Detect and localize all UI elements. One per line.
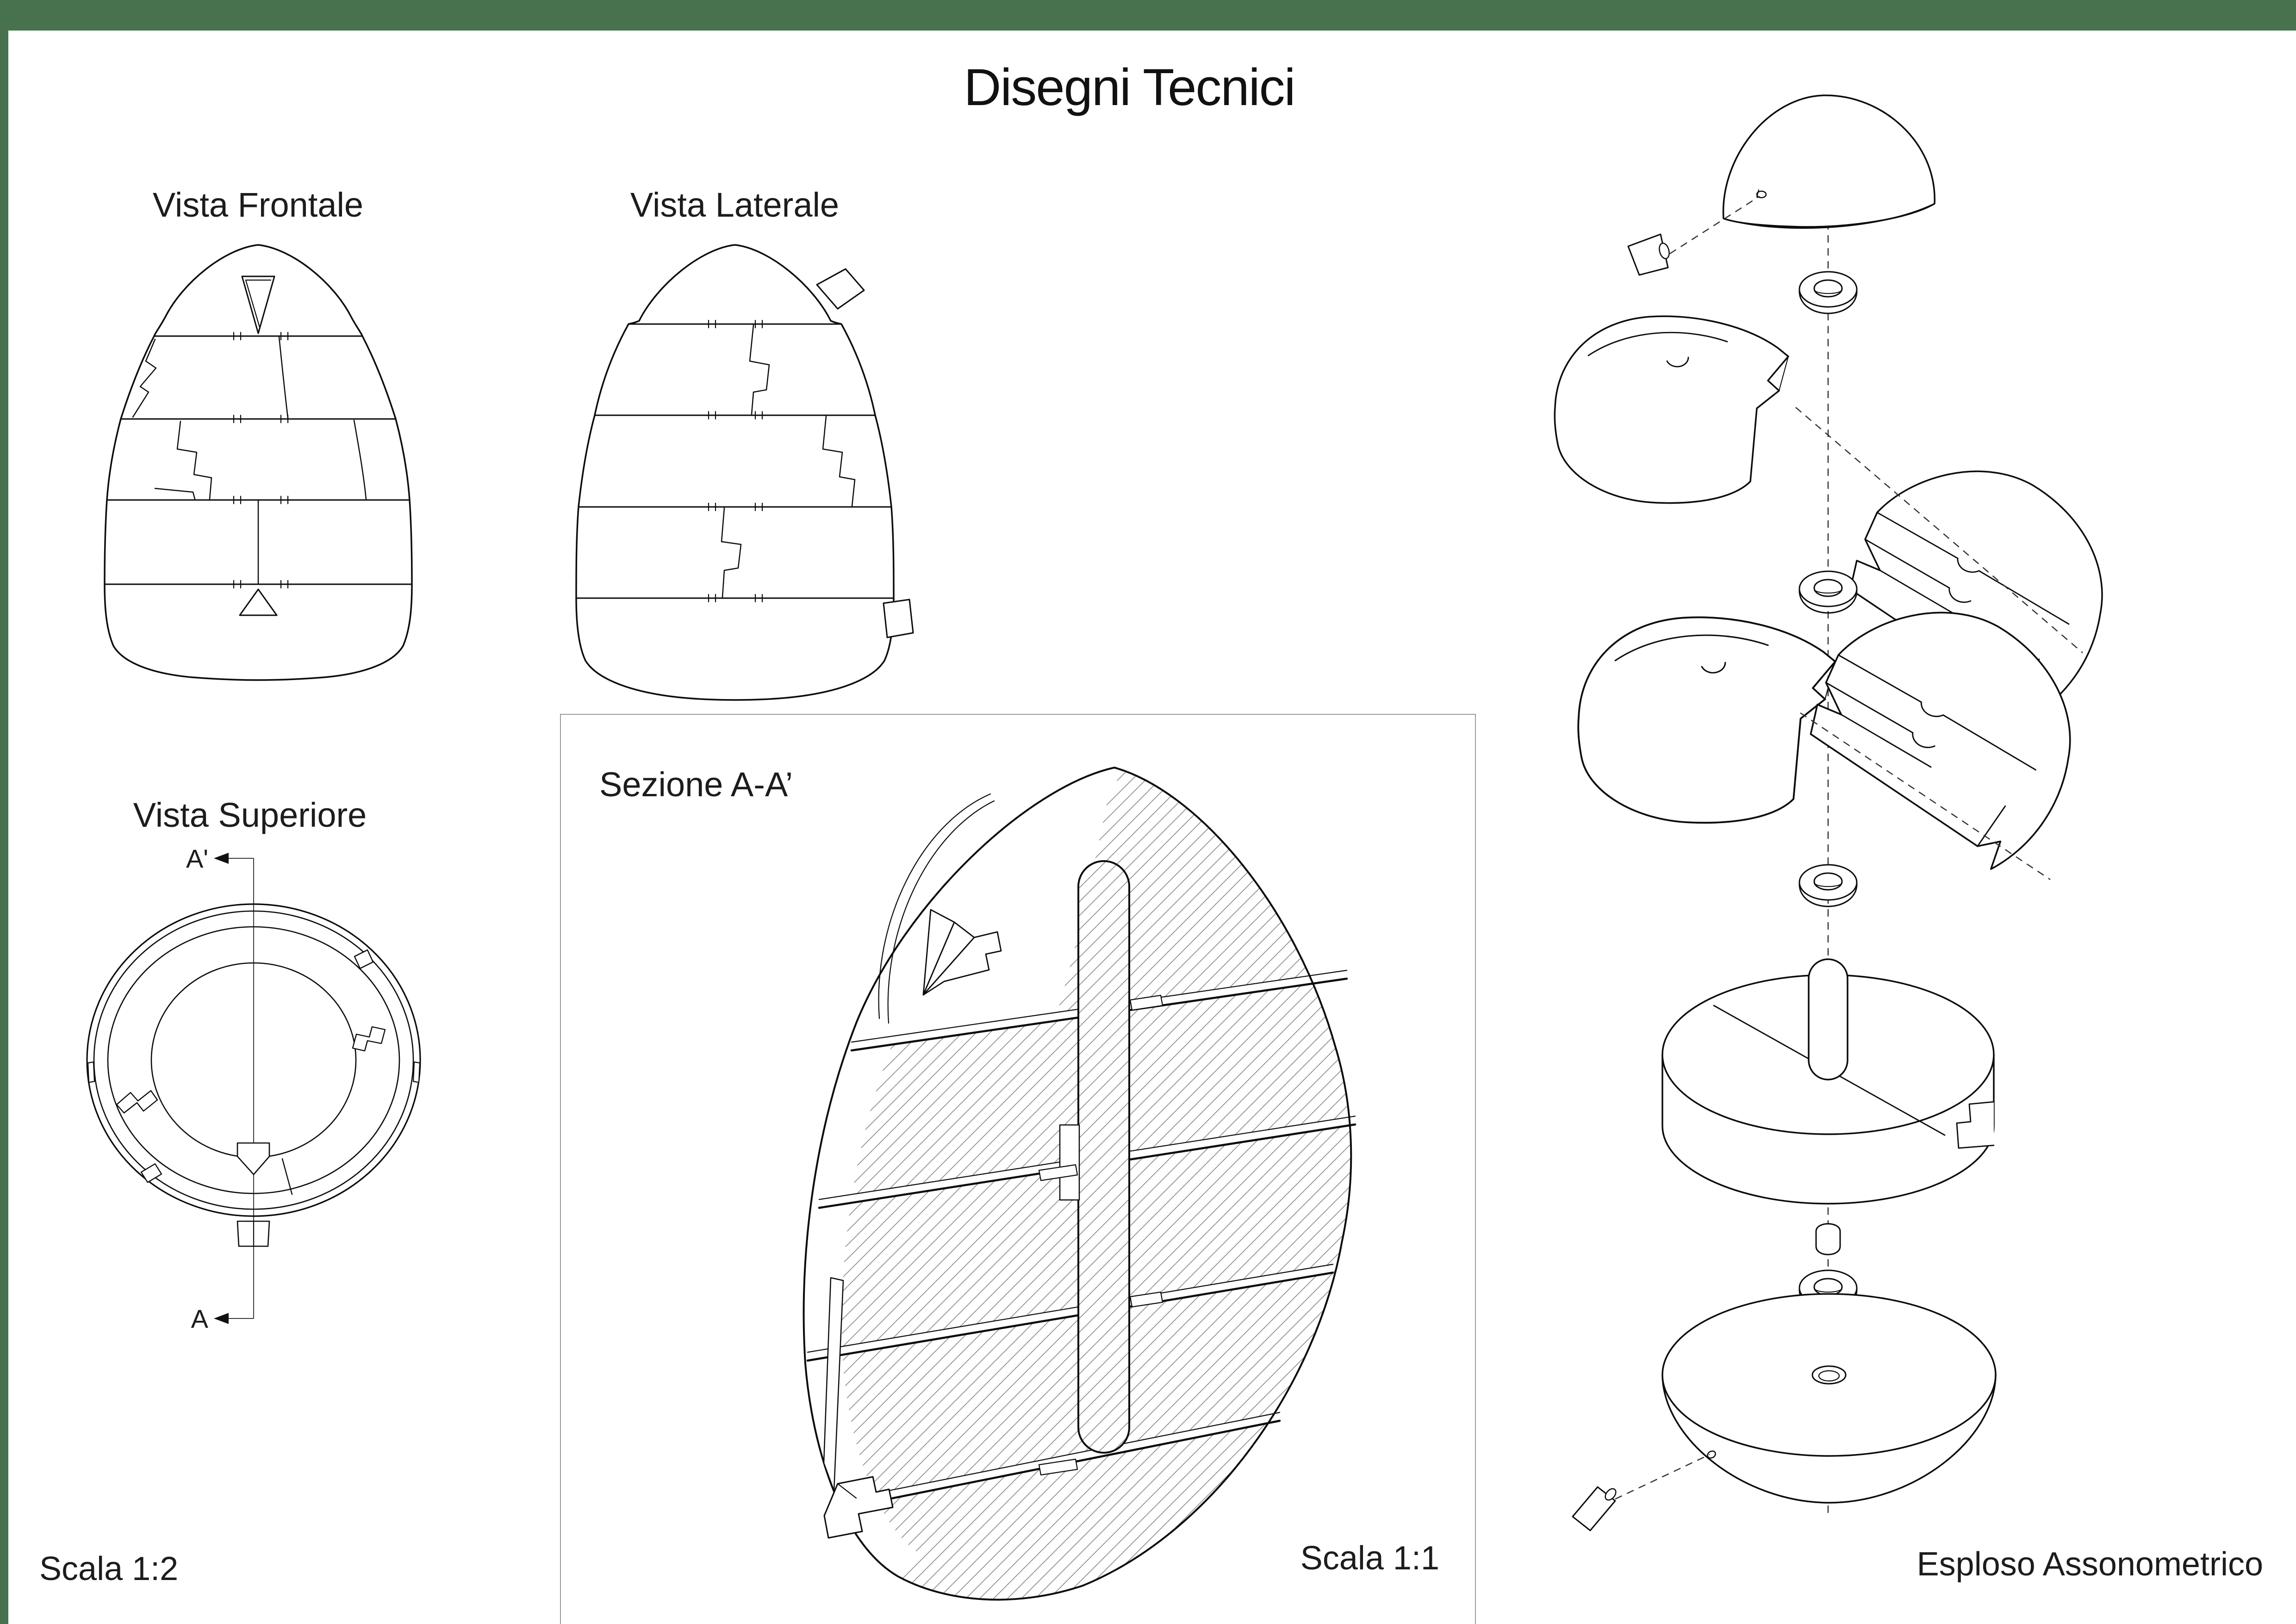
top-tab-right <box>352 1026 386 1052</box>
washer-part-3 <box>1798 864 1858 907</box>
top-radial-seam <box>281 1158 293 1195</box>
side-crack-band4 <box>721 507 742 598</box>
core-rod <box>1808 958 1848 1081</box>
top-view-rings <box>86 903 421 1217</box>
core-peg <box>1815 1223 1841 1255</box>
top-view-label: Vista Superiore <box>133 796 367 834</box>
top-rim-tick-right <box>412 1061 421 1083</box>
top-bottom-tab <box>236 1220 270 1247</box>
front-view-label: Vista Frontale <box>152 186 364 224</box>
exploded-base-bowl <box>1661 1293 1997 1504</box>
left-frame-bar <box>0 0 8 1624</box>
page-title: Disegni Tecnici <box>964 58 1296 116</box>
exploded-key-cone-top <box>1627 233 1670 276</box>
section-mortise <box>1059 1124 1080 1201</box>
side-view-label: Vista Laterale <box>630 186 840 224</box>
sheet-scale-label: Scala 1:2 <box>39 1550 179 1587</box>
side-slot-ticks <box>708 319 763 603</box>
top-tab-lower-left <box>140 1163 162 1183</box>
front-bottom-key-triangle <box>239 588 278 616</box>
side-crack-band3 <box>822 415 856 507</box>
front-top-key-triangle <box>241 275 275 334</box>
washer-part-2 <box>1798 570 1858 614</box>
exploded-core-disc <box>1661 958 1995 1255</box>
section-dome-face <box>852 768 1114 1046</box>
section-central-rod <box>1077 860 1130 1454</box>
section-gap-slots <box>1038 994 1164 1476</box>
section-marker-a: A <box>191 1304 209 1333</box>
section-arrow-a-prime: A' <box>186 844 254 873</box>
front-crack-band2 <box>132 338 157 418</box>
section-bottom-key <box>823 1476 894 1539</box>
section-drawing <box>803 767 1356 1601</box>
front-view-drawing <box>104 244 413 681</box>
exploded-dome-cap <box>1722 94 1935 229</box>
side-bottom-tab <box>883 599 914 638</box>
side-crack-band2 <box>749 324 770 415</box>
top-key-pentagon <box>236 1142 270 1175</box>
top-frame-bar <box>0 0 2296 31</box>
front-slot-ticks <box>233 331 289 589</box>
top-tab-left <box>116 1090 158 1114</box>
section-view-box <box>560 714 1476 1624</box>
band-half-left-lower <box>1577 616 1836 824</box>
section-outline <box>803 767 1352 1601</box>
front-egg-outline <box>104 244 413 681</box>
front-crack-band3 <box>176 420 212 500</box>
exploded-key-cone-bottom <box>1572 1486 1617 1531</box>
exploded-view-label: Esploso Assonometrico <box>1916 1546 2263 1583</box>
side-egg-outline <box>575 244 895 701</box>
side-view-drawing <box>575 244 914 701</box>
top-rim-tick-left <box>87 1061 95 1083</box>
section-scale-label: Scala 1:1 <box>1300 1540 1439 1577</box>
exploded-view-drawing <box>1554 94 2103 1531</box>
band-half-left-upper <box>1554 315 1789 504</box>
washer-part-1 <box>1798 271 1858 314</box>
section-arrow-a: A <box>191 1304 254 1333</box>
bowl-rim-hole <box>1707 1450 1716 1459</box>
top-view-drawing: A' A <box>86 844 421 1333</box>
section-view-label: Sezione A-A’ <box>599 765 793 804</box>
top-tab-upper-right <box>354 949 374 969</box>
side-top-tab <box>816 268 865 310</box>
section-edge-wedge <box>823 1277 844 1492</box>
section-marker-a-prime: A' <box>186 844 208 873</box>
section-top-key <box>922 909 1002 996</box>
core-disc-notch <box>1956 1101 1995 1149</box>
